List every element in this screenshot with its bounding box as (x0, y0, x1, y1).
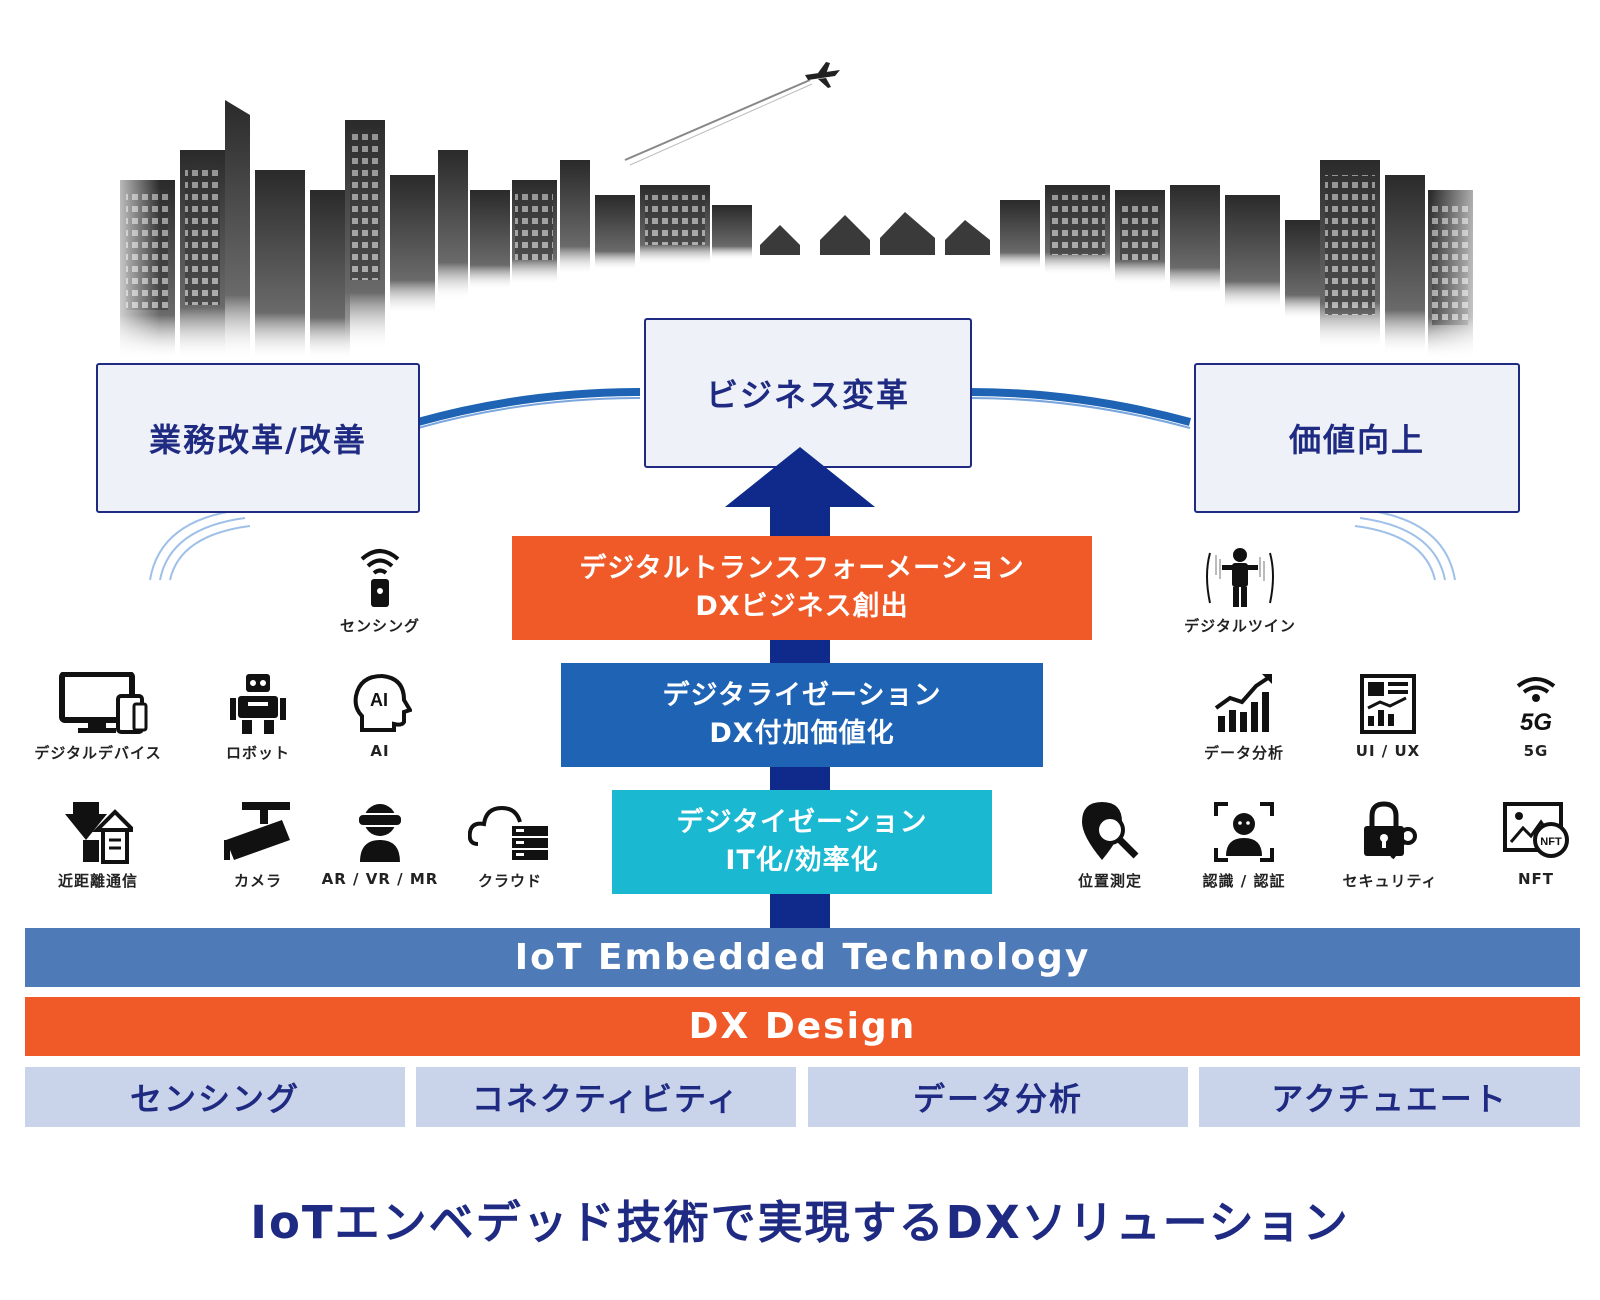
city-skyline-illustration (100, 62, 1500, 380)
goal-box-right: 価値向上 (1194, 363, 1520, 513)
capability-cell-connectivity: コネクティビティ (416, 1067, 796, 1127)
goal-box-center: ビジネス変革 (644, 318, 972, 468)
dx-design-label: DX Design (688, 1006, 917, 1047)
goal-right-label: 価値向上 (1288, 421, 1425, 459)
stage-digitization-line1: デジタイゼーション (676, 807, 928, 838)
stage-digitalization-line1: デジタライゼーション (662, 680, 942, 711)
stage-dx: デジタルトランスフォーメーション DXビジネス創出 (512, 536, 1092, 640)
cloud-server-icon (468, 805, 548, 860)
proximity-transfer-icon (65, 802, 133, 864)
icon-label-proximity: 近距離通信 (57, 872, 138, 890)
stage-digitization-line2: IT化/効率化 (725, 845, 879, 876)
location-search-icon (1082, 802, 1139, 860)
footer-title-text: IoTエンベデッド技術で実現するDXソリューション (250, 1195, 1350, 1249)
stage-digitalization-line2: DX付加価値化 (709, 718, 895, 749)
connection-arcs (149, 388, 1456, 581)
icon-item-location: 位置測定 (1030, 800, 1190, 891)
icon-label-camera: カメラ (233, 872, 282, 890)
monitor-devices-icon (59, 672, 148, 734)
5g-glyph: 5G (1520, 709, 1552, 736)
bar-growth-chart-icon (1214, 674, 1272, 732)
stage-dx-line2: DXビジネス創出 (695, 591, 909, 622)
ai-glyph: AI (370, 690, 388, 710)
icon-label-digital-twin: デジタルツイン (1184, 617, 1296, 635)
icon-item-5g: 5G 5G (1456, 672, 1600, 760)
icon-label-digital-device: デジタルデバイス (34, 744, 162, 762)
capability-label: センシング (129, 1080, 300, 1118)
icon-label-uiux: UI / UX (1355, 742, 1421, 760)
stage-digitization: デジタイゼーション IT化/効率化 (612, 790, 992, 894)
icon-label-ai: AI (370, 742, 390, 760)
nft-glyph: NFT (1540, 836, 1562, 848)
dx-design-band: DX Design (25, 997, 1580, 1056)
capability-label: アクチュエート (1271, 1080, 1508, 1118)
icon-item-nft: NFT NFT (1456, 800, 1600, 888)
5g-signal-icon: 5G (1516, 677, 1556, 736)
icon-label-5g: 5G (1523, 742, 1549, 760)
icon-item-auth: 認識 / 認証 (1164, 800, 1324, 891)
digital-twin-person-icon (1206, 548, 1274, 607)
nft-image-icon: NFT (1503, 802, 1569, 858)
icon-item-cloud: クラウド (430, 800, 590, 891)
icon-item-digital-twin: デジタルツイン (1160, 545, 1320, 636)
icon-item-security: セキュリティ (1310, 800, 1470, 891)
icon-label-robot: ロボット (225, 744, 290, 762)
iot-embedded-label: IoT Embedded Technology (514, 937, 1091, 978)
icon-item-xr: AR / VR / MR (300, 800, 460, 888)
icon-item-sensing: センシング (300, 545, 460, 636)
capability-cell-data-analysis: データ分析 (808, 1067, 1188, 1127)
icon-label-xr: AR / VR / MR (321, 870, 439, 888)
icon-label-data-analysis: データ分析 (1203, 744, 1284, 762)
icon-label-cloud: クラウド (477, 872, 542, 890)
security-camera-icon (224, 802, 290, 860)
stage-digitalization: デジタライゼーション DX付加価値化 (561, 663, 1043, 767)
footer-title: IoTエンベデッド技術で実現するDXソリューション (0, 1183, 1600, 1253)
robot-icon (230, 674, 286, 734)
lock-key-icon (1364, 801, 1417, 860)
icon-item-robot: ロボット (178, 672, 338, 763)
ui-dashboard-icon (1360, 674, 1416, 734)
ai-head-icon: AI (353, 673, 412, 732)
capability-label: コネクティビティ (471, 1080, 741, 1118)
iot-embedded-band: IoT Embedded Technology (25, 928, 1580, 987)
capability-cell-sensing: センシング (25, 1067, 405, 1127)
capability-label: データ分析 (912, 1080, 1083, 1118)
stage-dx-line1: デジタルトランスフォーメーション (579, 553, 1025, 584)
icon-item-proximity: 近距離通信 (18, 800, 178, 891)
icon-label-nft: NFT (1517, 870, 1555, 888)
sensor-wifi-icon (360, 549, 400, 607)
icon-item-uiux: UI / UX (1308, 672, 1468, 760)
icon-item-data-analysis: データ分析 (1164, 672, 1324, 763)
icon-item-digital-device: デジタルデバイス (18, 672, 178, 763)
icon-item-camera: カメラ (178, 800, 338, 891)
capability-cell-actuate: アクチュエート (1199, 1067, 1580, 1127)
icon-label-security: セキュリティ (1342, 872, 1438, 890)
face-recognition-icon (1214, 802, 1274, 862)
icon-label-location: 位置測定 (1077, 872, 1142, 890)
vr-headset-person-icon (357, 804, 403, 862)
goal-box-left: 業務改革/改善 (96, 363, 420, 513)
goal-center-label: ビジネス変革 (705, 376, 910, 414)
icon-label-sensing: センシング (339, 617, 420, 635)
icon-label-auth: 認識 / 認証 (1202, 872, 1286, 890)
goal-left-label: 業務改革/改善 (149, 421, 367, 459)
icon-item-ai: AI AI (300, 672, 460, 760)
